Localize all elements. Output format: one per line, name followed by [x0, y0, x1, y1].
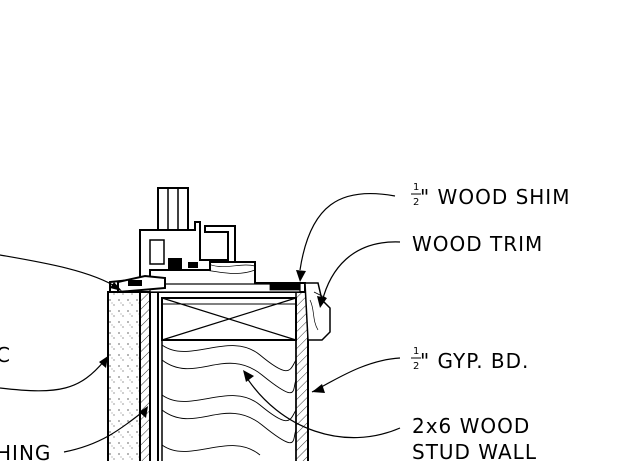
label-left-hing: HING	[0, 441, 51, 461]
label-wood-trim: WOOD TRIM	[412, 232, 543, 256]
gyp-fraction-num: 1	[413, 346, 419, 357]
gyp-fraction-den: 2	[413, 361, 419, 372]
label-stud-wall-line1: 2x6 WOOD	[412, 414, 530, 438]
wood-trim	[304, 282, 331, 341]
top-plate	[161, 297, 297, 341]
label-stud-wall-line2: STUD WALL	[412, 440, 537, 461]
shim-fraction-den: 2	[413, 197, 419, 208]
sheathing-board	[139, 291, 151, 461]
window-frame	[117, 187, 236, 294]
leaders	[0, 192, 401, 453]
label-gyp-bd: 1 2 " GYP. BD.	[411, 346, 529, 373]
label-left-c: C	[0, 343, 11, 367]
shim-fraction-num: 1	[413, 182, 419, 193]
label-wood-shim: 1 2 " WOOD SHIM	[411, 182, 570, 209]
arrowheads	[99, 270, 327, 418]
gyp-text: " GYP. BD.	[420, 349, 529, 373]
shim-text: " WOOD SHIM	[420, 185, 570, 209]
exterior-sheathing	[107, 291, 141, 461]
